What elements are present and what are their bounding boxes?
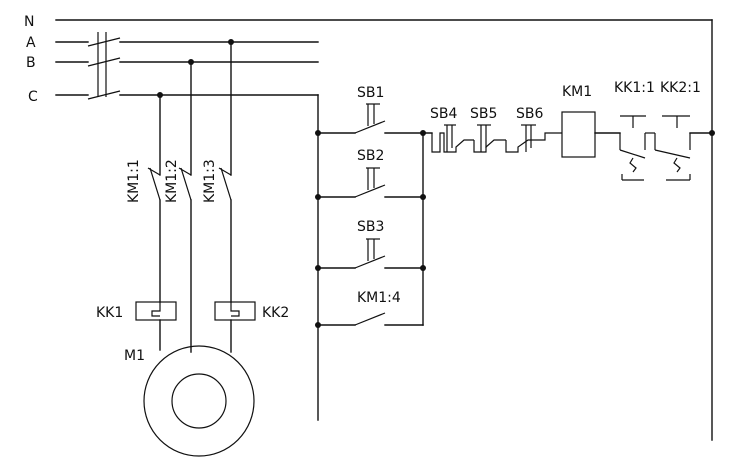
overload-contact-kk1-1 <box>619 115 655 181</box>
main-contact-km1-2 <box>178 167 192 201</box>
label-coil-km1: KM1 <box>562 84 592 100</box>
bus-label-c: C <box>28 89 38 105</box>
label-kk2-1: KK2:1 <box>660 80 701 96</box>
button-sb1-contact <box>354 103 386 134</box>
label-kk2: KK2 <box>262 305 289 321</box>
button-sb2-contact <box>354 167 386 198</box>
junction-dot <box>420 265 426 271</box>
coil-km1 <box>561 111 621 158</box>
label-kk1: KK1 <box>96 305 123 321</box>
label-sb6: SB6 <box>516 106 543 122</box>
junction-dot <box>420 130 426 136</box>
label-m1: M1 <box>124 348 145 364</box>
label-km1-3: KM1:3 <box>202 159 218 203</box>
main-contact-km1-1 <box>147 167 161 201</box>
junction-dot <box>315 322 321 328</box>
bus-c <box>55 94 319 421</box>
label-kk1-1: KK1:1 <box>614 80 655 96</box>
label-km1-4: KM1:4 <box>357 290 401 306</box>
label-km1-2: KM1:2 <box>164 159 180 203</box>
main-switch-qs <box>87 32 121 100</box>
bus-label-a: A <box>26 35 36 51</box>
label-sb4: SB4 <box>430 106 457 122</box>
stop-buttons-series <box>431 124 562 153</box>
main-contact-km1-3 <box>218 167 232 201</box>
junction-dot <box>315 265 321 271</box>
bus-n <box>55 19 713 441</box>
junction-dot <box>709 130 715 136</box>
label-sb1: SB1 <box>357 85 384 101</box>
aux-contact-km1-4 <box>354 312 386 326</box>
junction-dot <box>157 92 163 98</box>
junction-dot <box>420 194 426 200</box>
overload-heater-kk2 <box>214 301 256 321</box>
junction-dot <box>315 130 321 136</box>
button-sb3-contact <box>354 238 386 269</box>
label-sb3: SB3 <box>357 219 384 235</box>
control-left-rail <box>317 132 356 326</box>
label-sb5: SB5 <box>470 106 497 122</box>
junction-dot <box>228 39 234 45</box>
junction-dot <box>188 59 194 65</box>
bus-label-n: N <box>24 14 34 30</box>
overload-contact-kk2-1 <box>654 115 713 181</box>
overload-heater-kk1 <box>135 301 177 321</box>
label-km1-1: KM1:1 <box>126 159 142 203</box>
junction-dot <box>315 194 321 200</box>
bus-label-b: B <box>26 55 36 71</box>
label-sb2: SB2 <box>357 148 384 164</box>
motor-m1 <box>143 345 255 457</box>
